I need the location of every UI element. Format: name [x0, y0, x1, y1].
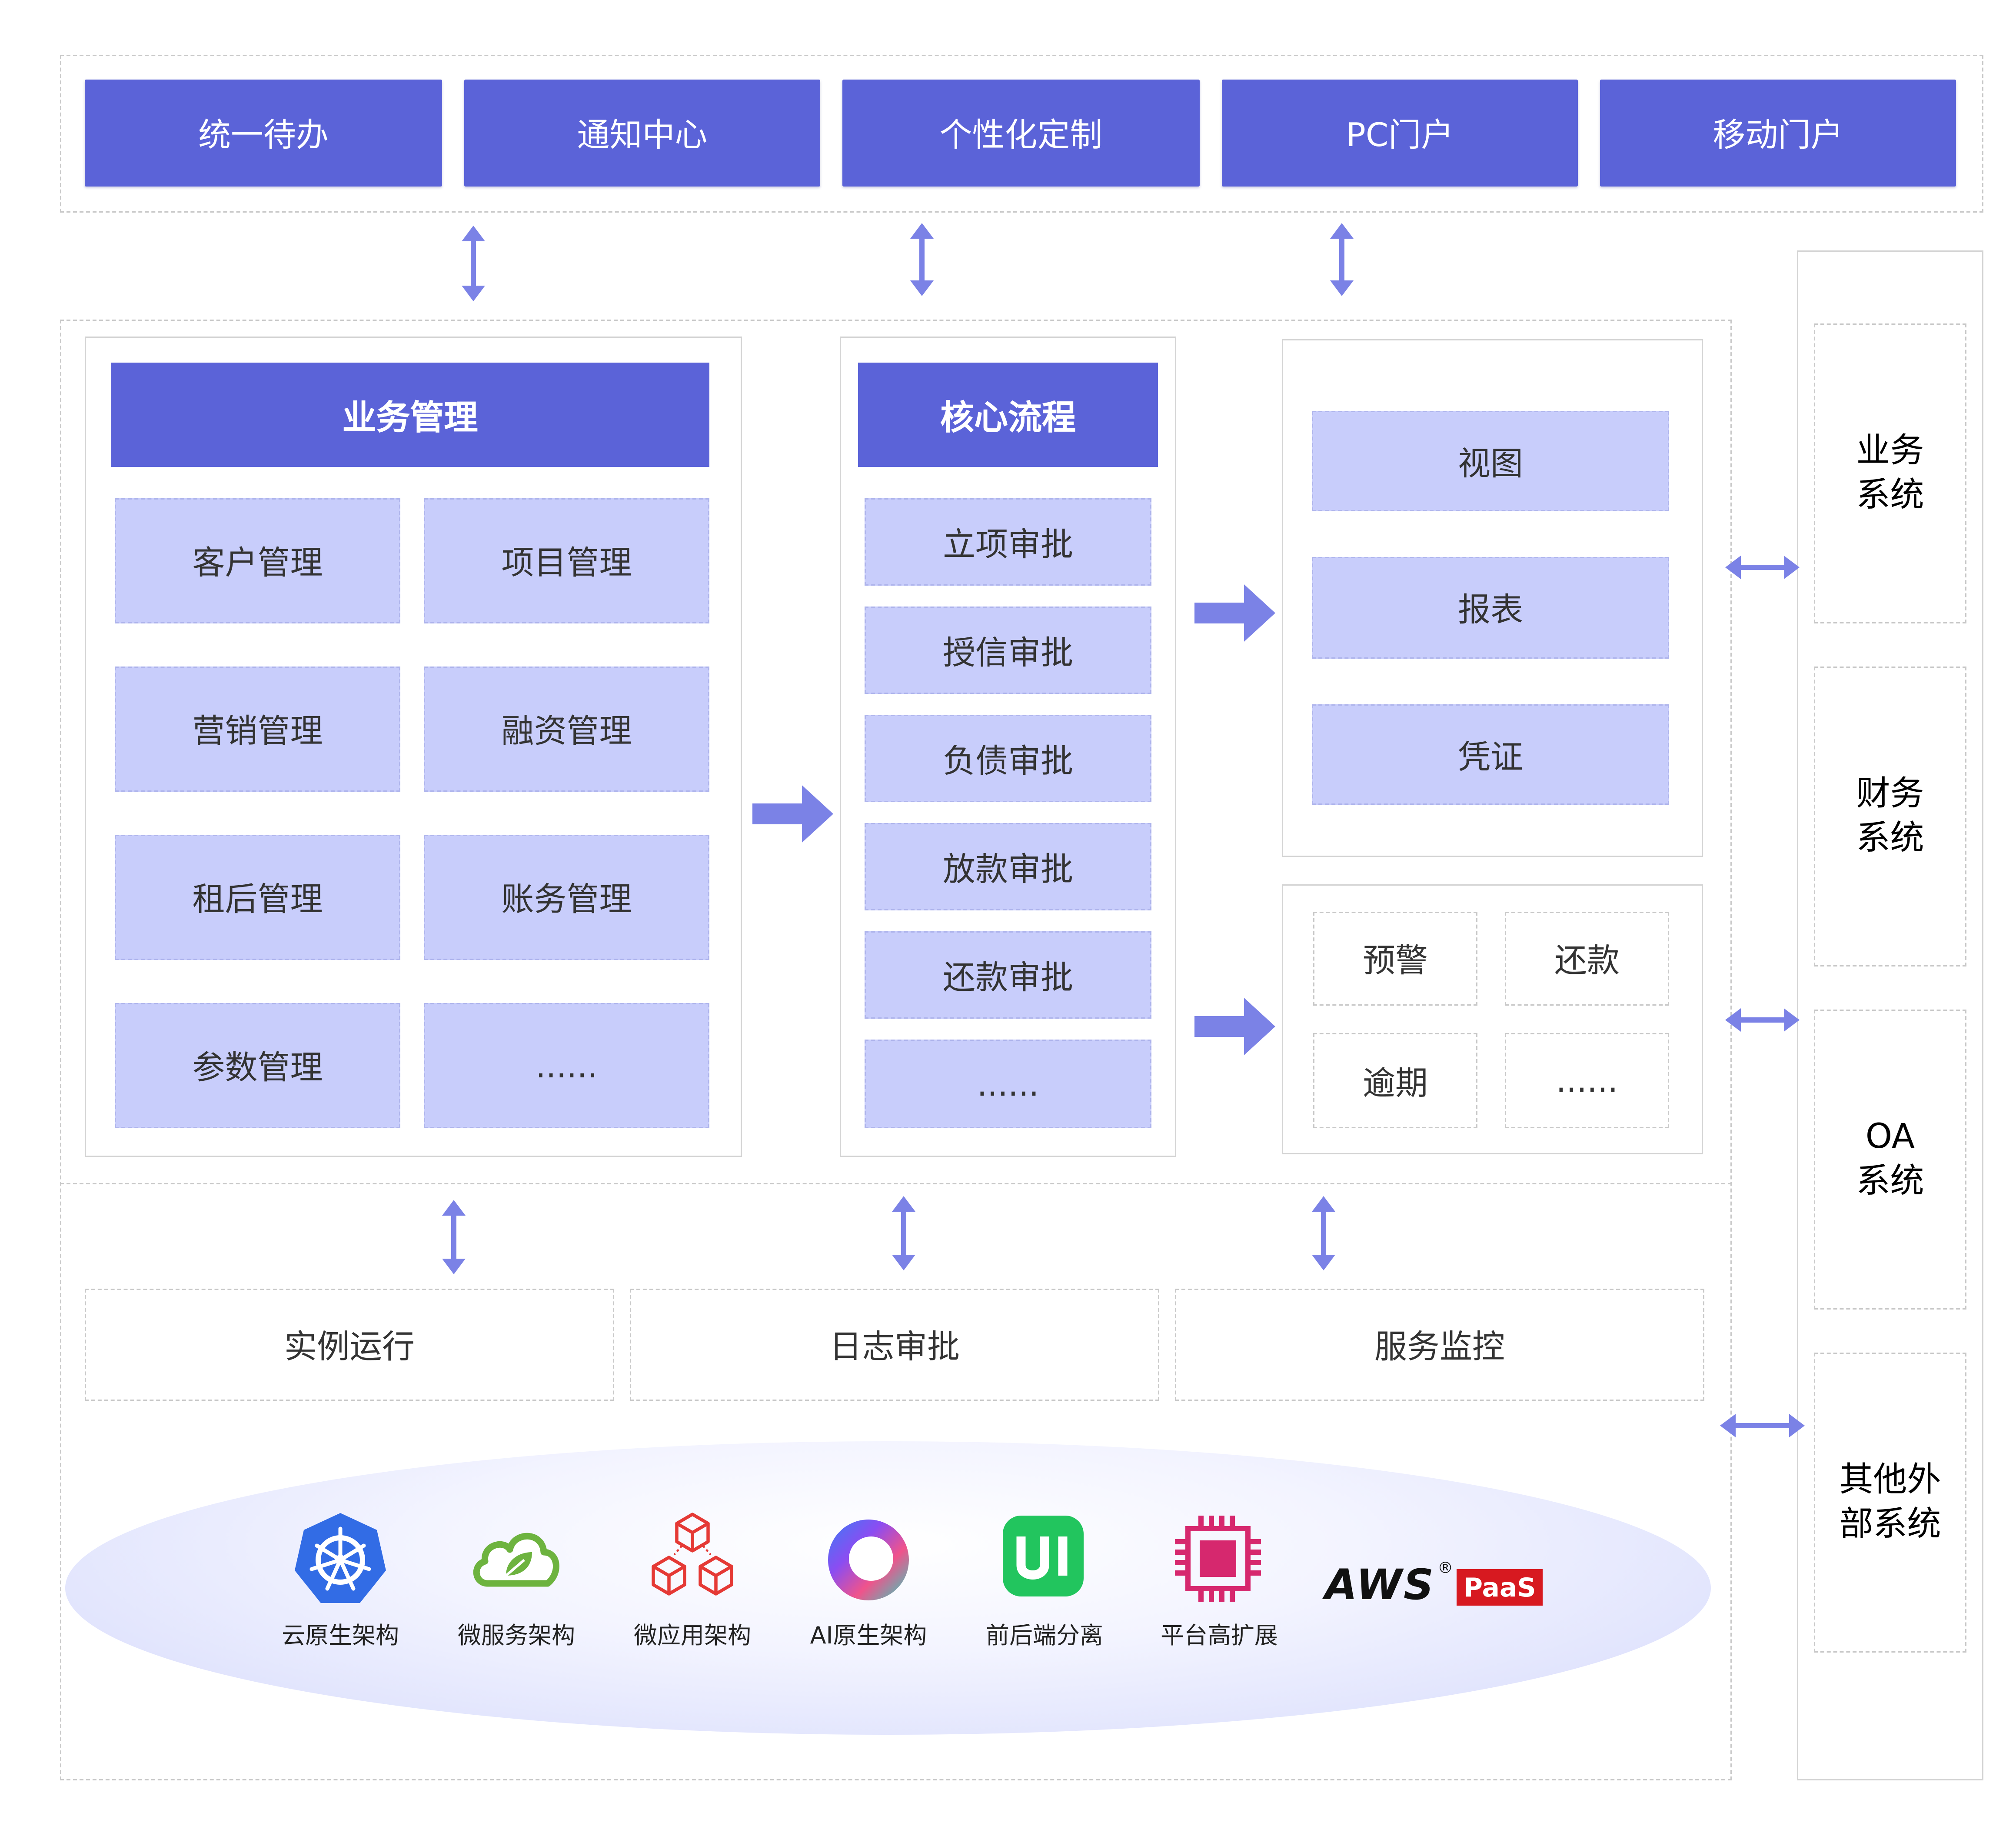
- tech-microservice: 微服务架构: [432, 1510, 601, 1651]
- double-arrow-vertical-icon: [442, 1200, 466, 1274]
- core-item-repayment-approval[interactable]: 还款审批: [865, 931, 1151, 1019]
- tech-micro-app: 微应用架构: [608, 1510, 777, 1651]
- external-oa-label: OA 系统: [1856, 1115, 1924, 1204]
- core-item-more[interactable]: ......: [865, 1040, 1151, 1128]
- portal-item-notification[interactable]: 通知中心: [464, 80, 820, 187]
- business-item-financing[interactable]: 融资管理: [424, 667, 709, 792]
- tech-scalability: 平台高扩展: [1134, 1510, 1304, 1651]
- core-item-credit-approval[interactable]: 授信审批: [865, 607, 1151, 694]
- alert-item-repayment[interactable]: 还款: [1505, 912, 1669, 1006]
- external-finance-line2: 系统: [1856, 819, 1924, 858]
- business-item-customer[interactable]: 客户管理: [115, 498, 400, 623]
- double-arrow-vertical-icon: [892, 1196, 915, 1270]
- external-other-line1: 其他外: [1839, 1461, 1941, 1500]
- business-item-parameters[interactable]: 参数管理: [115, 1003, 400, 1128]
- business-item-post-lease[interactable]: 租后管理: [115, 835, 400, 960]
- double-arrow-vertical-icon: [1330, 223, 1354, 296]
- external-business-line2: 系统: [1856, 476, 1924, 515]
- alert-item-more[interactable]: ......: [1505, 1033, 1669, 1128]
- aws-logo-text: AWS: [1325, 1560, 1435, 1610]
- chip-icon: [1175, 1516, 1261, 1602]
- tech-label-cloud-native: 云原生架构: [282, 1623, 399, 1650]
- aws-registered-mark: ®: [1437, 1559, 1454, 1577]
- kubernetes-icon: [295, 1513, 386, 1603]
- aws-paas-logo: AWS ® PaaS: [1325, 1559, 1543, 1611]
- external-oa-system[interactable]: OA 系统: [1814, 1010, 1966, 1310]
- flow-arrow-right-icon: [1194, 998, 1275, 1055]
- service-monitoring[interactable]: 服务监控: [1175, 1289, 1704, 1401]
- business-item-more[interactable]: ......: [424, 1003, 709, 1128]
- external-business-system[interactable]: 业务 系统: [1814, 323, 1966, 623]
- service-instance-run[interactable]: 实例运行: [85, 1289, 614, 1401]
- double-arrow-horizontal-icon: [1725, 1008, 1800, 1032]
- ai-ring-icon: [828, 1520, 909, 1600]
- double-arrow-vertical-icon: [910, 223, 934, 296]
- double-arrow-horizontal-icon: [1725, 556, 1800, 579]
- output-item-voucher[interactable]: 凭证: [1312, 704, 1669, 805]
- tech-label-micro-app: 微应用架构: [634, 1623, 751, 1650]
- tech-label-frontend-backend: 前后端分离: [986, 1623, 1103, 1650]
- portal-item-pc[interactable]: PC门户: [1222, 80, 1578, 187]
- portal-item-personalization[interactable]: 个性化定制: [842, 80, 1200, 187]
- tech-label-microservice: 微服务架构: [458, 1623, 575, 1650]
- external-finance-system[interactable]: 财务 系统: [1814, 667, 1966, 966]
- alert-item-overdue[interactable]: 逾期: [1313, 1033, 1477, 1128]
- core-title: 核心流程: [858, 363, 1158, 467]
- double-arrow-vertical-icon: [1312, 1196, 1335, 1270]
- ui-icon: [1003, 1516, 1084, 1596]
- spring-cloud-icon: [473, 1533, 559, 1587]
- external-finance-line1: 财务: [1856, 775, 1924, 814]
- core-item-project-approval[interactable]: 立项审批: [865, 498, 1151, 586]
- service-log-approval[interactable]: 日志审批: [630, 1289, 1159, 1401]
- tech-cloud-native: 云原生架构: [256, 1510, 425, 1651]
- section-divider: [60, 1183, 1732, 1184]
- output-item-report[interactable]: 报表: [1312, 557, 1669, 659]
- external-business-line1: 业务: [1856, 432, 1924, 471]
- business-title: 业务管理: [111, 363, 709, 467]
- core-item-liability-approval[interactable]: 负债审批: [865, 715, 1151, 802]
- business-item-project[interactable]: 项目管理: [424, 498, 709, 623]
- tech-ai-native: AI原生架构: [784, 1510, 953, 1651]
- external-business-label: 业务 系统: [1856, 429, 1924, 518]
- tech-frontend-backend: 前后端分离: [960, 1510, 1129, 1651]
- cubes-icon: [652, 1513, 733, 1596]
- flow-arrow-right-icon: [1194, 584, 1275, 642]
- alert-item-warning[interactable]: 预警: [1313, 912, 1477, 1006]
- double-arrow-vertical-icon: [462, 226, 485, 301]
- external-other-system[interactable]: 其他外 部系统: [1814, 1353, 1966, 1653]
- output-item-view[interactable]: 视图: [1312, 411, 1669, 511]
- external-other-label: 其他外 部系统: [1839, 1458, 1941, 1547]
- portal-item-todo[interactable]: 统一待办: [85, 80, 442, 187]
- paas-badge: PaaS: [1457, 1569, 1543, 1606]
- external-finance-label: 财务 系统: [1856, 772, 1924, 861]
- double-arrow-horizontal-icon: [1720, 1414, 1805, 1437]
- business-item-accounting[interactable]: 账务管理: [424, 835, 709, 960]
- tech-label-scalability: 平台高扩展: [1161, 1623, 1278, 1650]
- external-oa-line2: 系统: [1856, 1162, 1924, 1201]
- tech-label-ai-native: AI原生架构: [810, 1623, 927, 1650]
- external-other-line2: 部系统: [1839, 1505, 1941, 1544]
- external-oa-line1: OA: [1865, 1118, 1915, 1157]
- portal-item-mobile[interactable]: 移动门户: [1600, 80, 1956, 187]
- business-item-marketing[interactable]: 营销管理: [115, 667, 400, 792]
- flow-arrow-right-icon: [752, 785, 833, 843]
- core-item-loan-approval[interactable]: 放款审批: [865, 823, 1151, 910]
